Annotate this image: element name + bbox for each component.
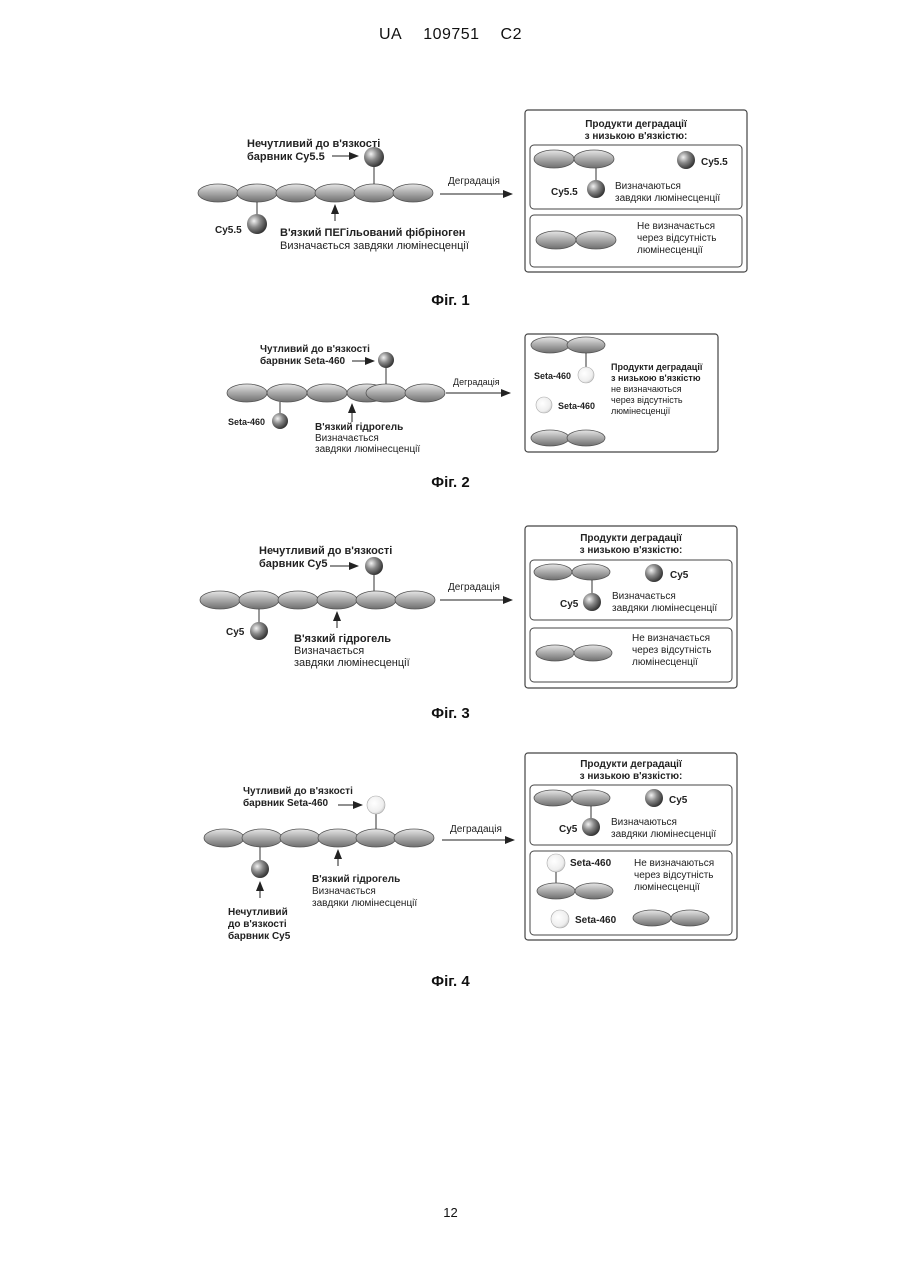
dye-label: Cy5.5	[701, 157, 728, 168]
products-title: Продукти деградації	[580, 759, 682, 770]
dye-label: Cy5	[560, 599, 579, 610]
dye-label: Seta-460	[558, 401, 595, 411]
figure-2-caption: Фіг. 2	[0, 474, 901, 491]
figure-2: Чутливий до в'язкості барвник Seta-460 S…	[0, 330, 901, 460]
not-detected-label: через відсутність	[634, 870, 714, 881]
not-detected-label: люмінесценції	[611, 406, 671, 416]
products-title: Продукти деградації	[611, 362, 703, 372]
not-detected-label: люмінесценції	[634, 882, 700, 893]
products-title: з низькою в'язкістю:	[585, 131, 688, 142]
detected-label: завдяки люмінесценції	[615, 193, 720, 204]
patent-header: UA 109751 C2	[0, 26, 901, 44]
figure-3: Нечутливий до в'язкості барвник Cy5 Cy5 …	[0, 520, 901, 700]
page-number: 12	[0, 1205, 901, 1220]
not-detected-label: Не визначається	[637, 221, 715, 232]
degradation-label: Деградація	[450, 824, 502, 835]
figure-1-caption: Фіг. 1	[0, 292, 901, 309]
detected-label: Визначаються	[611, 817, 677, 828]
not-detected-label: не визначаються	[611, 384, 682, 394]
detected-label: Визначається	[312, 886, 376, 897]
dye-label: Seta-460	[570, 858, 612, 869]
detected-label: завдяки люмінесценції	[312, 898, 417, 909]
dye-label: барвник Seta-460	[260, 355, 346, 367]
figure-1: Нечутливий до в'язкості барвник Cy5.5 Cy…	[0, 105, 901, 285]
detected-label: Визначається	[612, 591, 676, 602]
products-title: Продукти деградації	[585, 119, 687, 130]
detected-label: Визначається завдяки люмінесценції	[280, 240, 469, 252]
products-title: Продукти деградації	[580, 533, 682, 544]
not-detected-label: через відсутність	[611, 395, 683, 405]
products-title: з низькою в'язкістю:	[580, 545, 683, 556]
dye-label: Cy5.5	[215, 225, 242, 236]
detected-label: завдяки люмінесценції	[612, 603, 717, 614]
dye-label: Чутливий до в'язкості	[260, 344, 370, 355]
products-title: з низькою в'язкістю:	[580, 771, 683, 782]
dye-label: Cy5	[670, 570, 689, 581]
dye-label: Cy5.5	[551, 187, 578, 198]
figure-3-caption: Фіг. 3	[0, 705, 901, 722]
dye-label: Seta-460	[534, 371, 571, 381]
material-label: В'язкий ПЕГільований фібріноген	[280, 227, 465, 239]
dye-ball	[247, 214, 267, 234]
patent-country: UA	[379, 26, 402, 43]
detected-label: Визначається	[315, 433, 379, 444]
dye-label: Чутливий до в'язкості	[243, 786, 353, 797]
dye-label: Seta-460	[575, 915, 617, 926]
detected-label: завдяки люмінесценції	[611, 829, 716, 840]
not-detected-label: через відсутність	[632, 645, 712, 656]
degradation-label: Деградація	[448, 582, 500, 593]
dye-label: барвник Seta-460	[243, 797, 329, 809]
material-label: В'язкий гідрогель	[312, 874, 400, 885]
not-detected-label: через відсутність	[637, 233, 717, 244]
figure-4: Нечутливий до в'язкості барвник Cy5 Чутл…	[0, 750, 901, 950]
dye-label: Cy5	[226, 627, 245, 638]
detected-label: Визначаються	[615, 181, 681, 192]
patent-kind: C2	[501, 26, 522, 43]
dye-label: Cy5	[669, 795, 688, 806]
dye-label: Cy5	[559, 824, 578, 835]
material-label: В'язкий гідрогель	[294, 633, 391, 645]
dye-label: до в'язкості	[228, 919, 287, 930]
products-title: з низькою в'язкістю	[611, 373, 701, 383]
chain	[198, 184, 433, 202]
dye-label: Нечутливий до в'язкості	[259, 545, 392, 557]
dye-label: Seta-460	[228, 417, 265, 427]
degradation-label: Деградація	[448, 176, 500, 187]
material-label: В'язкий гідрогель	[315, 422, 403, 433]
detected-label: Визначається	[294, 645, 364, 657]
figure-4-caption: Фіг. 4	[0, 973, 901, 990]
dye-label: Нечутливий	[228, 907, 288, 918]
patent-number: 109751	[423, 26, 479, 43]
dye-label: барвник Cy5.5	[247, 151, 325, 163]
detected-label: завдяки люмінесценції	[294, 657, 410, 669]
dye-ball	[364, 147, 384, 167]
dye-label: Нечутливий до в'язкості	[247, 138, 380, 150]
not-detected-label: люмінесценції	[632, 657, 698, 668]
not-detected-label: люмінесценції	[637, 245, 703, 256]
dye-label: барвник Cy5	[228, 930, 291, 942]
not-detected-label: Не визначається	[632, 633, 710, 644]
detected-label: завдяки люмінесценції	[315, 444, 420, 455]
dye-label: барвник Cy5	[259, 558, 328, 570]
not-detected-label: Не визначаються	[634, 858, 714, 869]
degradation-label: Деградація	[453, 377, 500, 387]
